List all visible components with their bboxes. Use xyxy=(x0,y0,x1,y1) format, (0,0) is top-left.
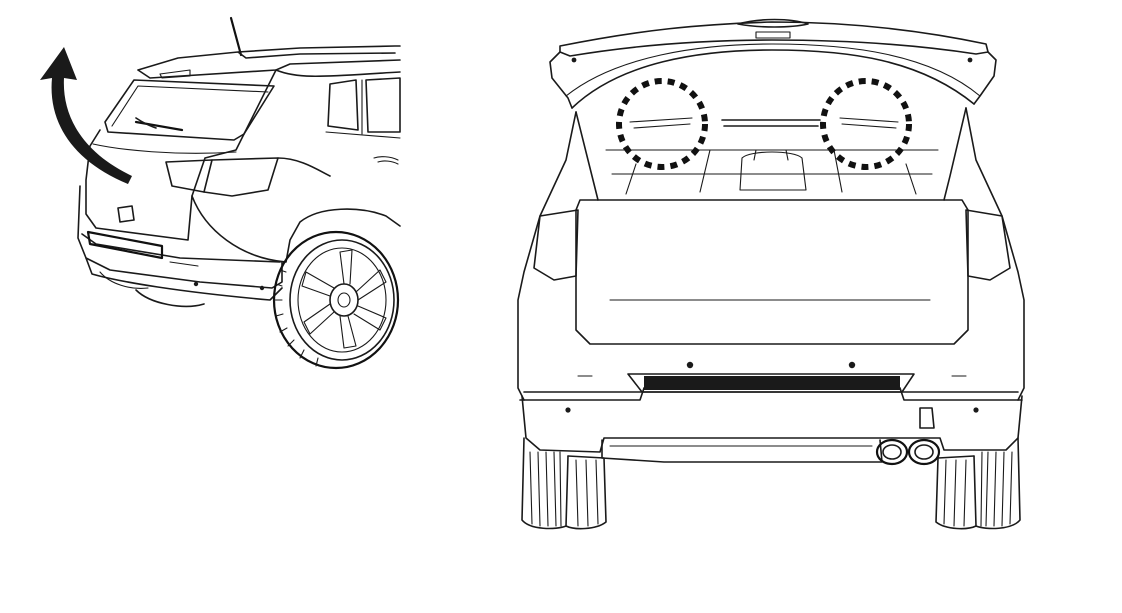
rear-body xyxy=(517,107,1025,401)
rear-diffuser xyxy=(601,439,883,463)
left-tail-light xyxy=(533,209,579,281)
right-tail-light xyxy=(965,209,1011,281)
rear-three-quarter-view xyxy=(40,16,401,370)
dotted-circle-icon xyxy=(820,78,912,170)
antenna xyxy=(229,16,243,57)
rear-badge xyxy=(117,205,135,223)
bumper-grille xyxy=(644,376,900,390)
liftgate xyxy=(85,129,245,241)
right-rear-tire xyxy=(935,437,1021,530)
rear-view xyxy=(517,18,1025,530)
rear-wheel xyxy=(272,230,400,370)
rear-wiper xyxy=(134,120,184,132)
left-rear-tire xyxy=(521,437,607,530)
rear-window xyxy=(104,79,275,141)
exhaust-left xyxy=(875,438,909,466)
curved-arrow-icon xyxy=(40,47,132,184)
rear-bumper xyxy=(77,185,283,289)
liftgate-frame xyxy=(549,51,997,109)
exhaust-right xyxy=(907,438,941,466)
liftgate-spoiler xyxy=(559,21,989,57)
body-side xyxy=(191,69,401,263)
roof xyxy=(137,45,401,79)
dotted-circle-icon xyxy=(616,78,708,170)
tail-light xyxy=(165,159,213,193)
cargo-opening xyxy=(575,199,969,345)
